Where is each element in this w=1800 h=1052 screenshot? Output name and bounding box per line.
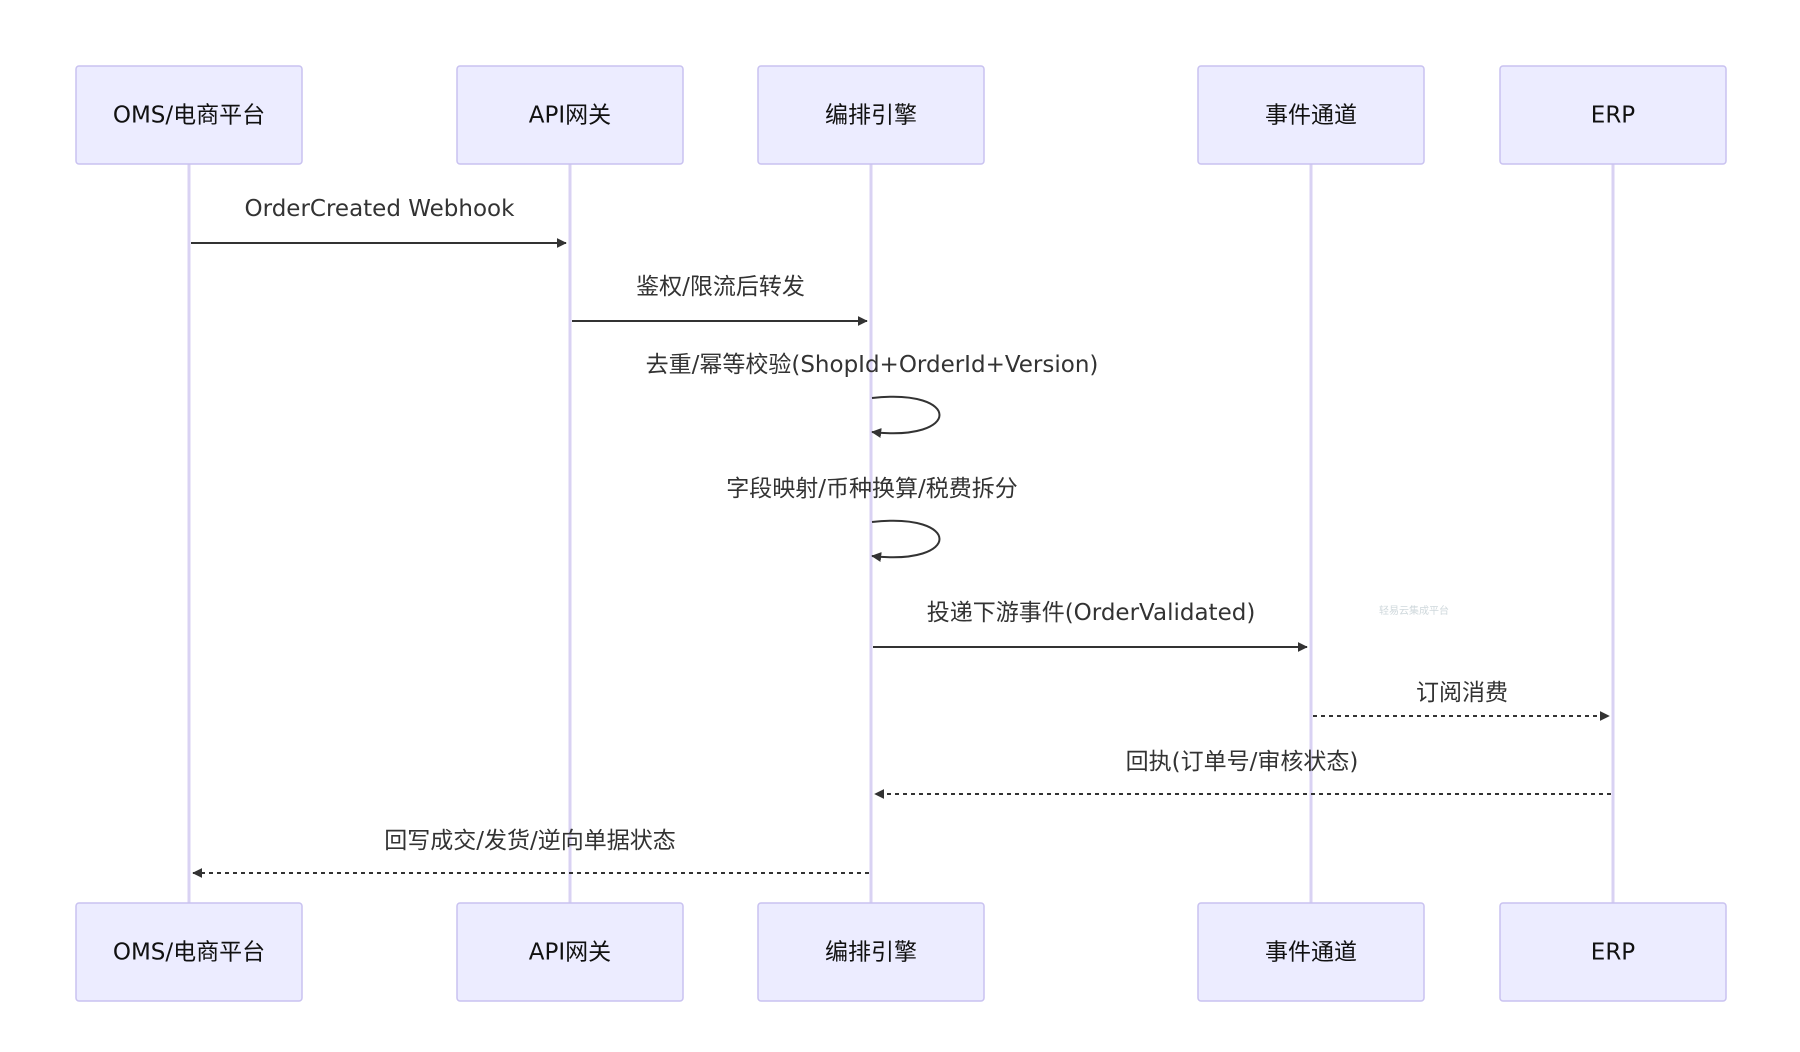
participant-box-evt-bottom [1197, 902, 1425, 1002]
participant-label-oms-bottom: OMS/电商平台 [113, 940, 265, 966]
participant-box-oms-bottom [75, 902, 303, 1002]
message-5: 投递下游事件(OrderValidated) [873, 600, 1308, 652]
message-label-7: 回执(订单号/审核状态) [1126, 749, 1359, 775]
message-label-6: 订阅消费 [1416, 680, 1508, 706]
participant-box-gw-bottom [456, 902, 684, 1002]
message-3: 去重/幂等校验(ShopId+OrderId+Version) [646, 352, 1099, 438]
participant-box-erp-top [1499, 65, 1727, 165]
participant-label-gw-top: API网关 [529, 103, 611, 129]
message-label-3: 去重/幂等校验(ShopId+OrderId+Version) [646, 352, 1099, 378]
participant-evt-bottom: 事件通道 [1197, 902, 1425, 1002]
messages: OrderCreated Webhook 鉴权/限流后转发去重/幂等校验(Shop… [191, 196, 1611, 878]
participant-erp-top: ERP [1499, 65, 1727, 165]
message-label-2: 鉴权/限流后转发 [636, 274, 805, 300]
message-label-1: OrderCreated Webhook [245, 196, 516, 222]
participant-oms-bottom: OMS/电商平台 [75, 902, 303, 1002]
message-label-8: 回写成交/发货/逆向单据状态 [384, 828, 676, 854]
actors-top: OMS/电商平台 API网关 编排引擎 事件通道 ERP [75, 65, 1727, 165]
participant-label-erp-top: ERP [1591, 103, 1636, 129]
participant-evt-top: 事件通道 [1197, 65, 1425, 165]
message-8: 回写成交/发货/逆向单据状态 [192, 828, 869, 878]
participant-box-erp-bottom [1499, 902, 1727, 1002]
participant-box-evt-top [1197, 65, 1425, 165]
actors-bottom: OMS/电商平台 API网关 编排引擎 事件通道 ERP [75, 902, 1727, 1002]
participant-gw-bottom: API网关 [456, 902, 684, 1002]
participant-box-orch-top [757, 65, 985, 165]
participant-box-oms-top [75, 65, 303, 165]
participant-label-orch-bottom: 编排引擎 [825, 940, 917, 966]
watermark-text: 轻易云集成平台 [1379, 604, 1449, 617]
participant-label-oms-top: OMS/电商平台 [113, 103, 265, 129]
message-arrow-3 [871, 395, 941, 438]
participant-label-evt-top: 事件通道 [1265, 103, 1357, 129]
participant-orch-bottom: 编排引擎 [757, 902, 985, 1002]
participant-label-evt-bottom: 事件通道 [1265, 940, 1357, 966]
participant-gw-top: API网关 [456, 65, 684, 165]
participant-erp-bottom: ERP [1499, 902, 1727, 1002]
message-arrow-4 [871, 519, 941, 562]
message-4: 字段映射/币种换算/税费拆分 [726, 476, 1018, 562]
participant-label-gw-bottom: API网关 [529, 940, 611, 966]
message-6: 订阅消费 [1313, 680, 1610, 721]
message-1: OrderCreated Webhook [191, 196, 567, 248]
message-2: 鉴权/限流后转发 [572, 274, 868, 326]
message-label-5: 投递下游事件(OrderValidated) [927, 600, 1256, 626]
participant-box-gw-top [456, 65, 684, 165]
participant-box-orch-bottom [757, 902, 985, 1002]
participant-oms-top: OMS/电商平台 [75, 65, 303, 165]
message-label-4: 字段映射/币种换算/税费拆分 [726, 476, 1018, 502]
participant-label-erp-bottom: ERP [1591, 940, 1636, 966]
lifelines [187, 164, 1615, 903]
participant-label-orch-top: 编排引擎 [825, 103, 917, 129]
message-7: 回执(订单号/审核状态) [874, 749, 1611, 799]
participant-orch-top: 编排引擎 [757, 65, 985, 165]
